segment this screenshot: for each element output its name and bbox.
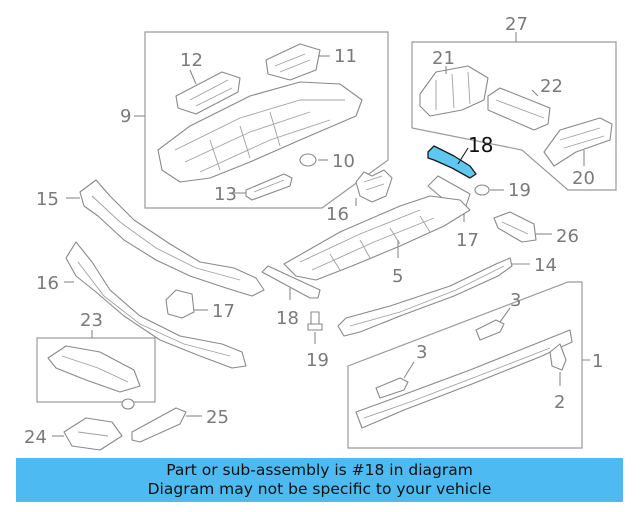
callout-3b: 3 [510, 290, 521, 311]
callout-3a: 3 [416, 342, 427, 363]
part-25-bracket [131, 407, 187, 443]
part-14-bar [261, 265, 321, 299]
callout-16: 16 [326, 204, 349, 225]
part-9-reinforcement [245, 173, 293, 201]
part-13-rail [337, 257, 513, 337]
callout-19: 19 [508, 180, 531, 201]
part-3-bracket-a [375, 377, 409, 399]
callout-27: 27 [505, 14, 528, 35]
part-20-bracket [543, 117, 613, 167]
info-banner: Part or sub-assembly is #18 in diagram D… [16, 458, 623, 502]
callout-24: 24 [24, 427, 47, 448]
group-23: 23 [36, 310, 156, 410]
part-23-clip [121, 398, 135, 410]
group-27: 27 21 22 20 [411, 14, 617, 191]
part-15-bolt [307, 311, 323, 331]
part-2-bracket [549, 343, 567, 371]
callout-12: 17 [212, 301, 235, 322]
part-16-bracket [355, 169, 393, 203]
callout-14: 18 [276, 308, 299, 329]
part-12-bracket [165, 289, 195, 319]
group-box-27 [411, 41, 617, 191]
callout-18: 18 [468, 133, 493, 157]
callout-11: 16 [36, 273, 59, 294]
part-5-floor-assembly [157, 81, 363, 183]
banner-line-1: Part or sub-assembly is #18 in diagram [166, 461, 473, 479]
callout-2: 2 [554, 392, 565, 413]
part-7-bracket [265, 43, 321, 81]
part-21-bracket [419, 65, 489, 117]
part-6-grommet [299, 153, 317, 167]
group-1: 1 2 3 3 [347, 281, 603, 449]
part-4: 5 [283, 195, 471, 287]
group-box-5 [144, 31, 389, 209]
callout-7: 11 [334, 46, 357, 67]
part-4-floor-pan [283, 195, 471, 281]
callout-25: 25 [206, 407, 229, 428]
callout-4: 5 [392, 266, 403, 287]
callout-1: 1 [592, 351, 603, 372]
callout-10: 15 [36, 189, 59, 210]
part-1-rocker [355, 329, 573, 429]
callout-23: 23 [80, 310, 103, 331]
part-10-side-member [79, 179, 265, 297]
part-26-bracket [493, 211, 537, 243]
part-18-brace [427, 145, 477, 179]
group-5: 9 11 12 10 13 [120, 31, 389, 209]
callout-15: 19 [306, 350, 329, 371]
callout-26: 26 [556, 226, 579, 247]
part-18-highlighted: 18 [427, 133, 493, 179]
callout-8: 12 [180, 50, 203, 71]
callout-13: 14 [534, 255, 557, 276]
callout-9: 13 [214, 184, 237, 205]
callout-5: 9 [120, 106, 131, 127]
callout-6: 10 [332, 151, 355, 172]
callout-20: 20 [572, 168, 595, 189]
part-3-bracket-b [475, 319, 505, 341]
banner-line-2: Diagram may not be specific to your vehi… [147, 480, 492, 498]
group-box-1 [347, 281, 583, 449]
callout-22: 22 [540, 76, 563, 97]
callout-21: 21 [432, 48, 455, 69]
part-23-panel [47, 345, 141, 393]
group-box-23 [36, 337, 156, 403]
callout-17: 17 [456, 230, 479, 251]
part-19-clip [474, 184, 490, 196]
